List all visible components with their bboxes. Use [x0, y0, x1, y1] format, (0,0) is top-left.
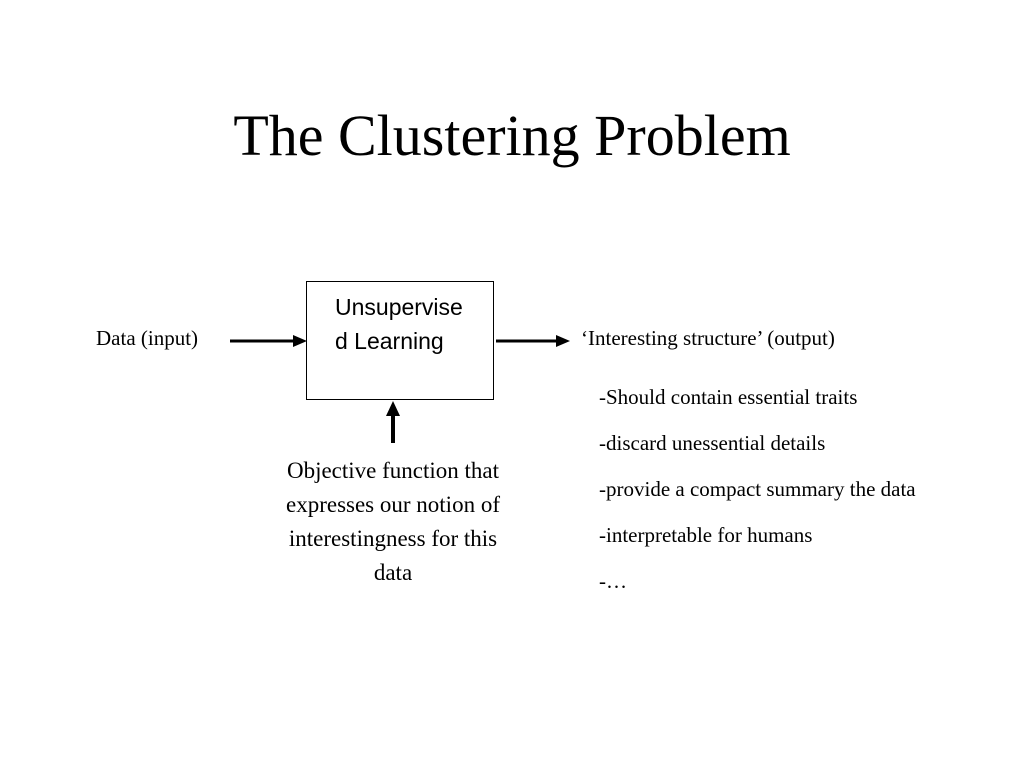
- input-arrow: [230, 335, 307, 347]
- trait-item: -provide a compact summary the data: [599, 477, 916, 501]
- slide-title: The Clustering Problem: [233, 103, 791, 168]
- trait-item: -Should contain essential traits: [599, 385, 858, 409]
- output-label: ‘Interesting structure’ (output): [581, 326, 835, 350]
- trait-item: -interpretable for humans: [599, 523, 813, 547]
- output-traits-list: -Should contain essential traits -discar…: [599, 374, 916, 604]
- objective-arrow: [386, 401, 400, 443]
- box-label: Unsupervised Learning: [335, 294, 463, 354]
- objective-function-label: Objective function that expresses our no…: [286, 458, 500, 585]
- unsupervised-learning-box: Unsupervised Learning: [306, 281, 494, 400]
- trait-item: -discard unessential details: [599, 431, 826, 455]
- output-arrow: [496, 335, 570, 347]
- trait-item: -…: [599, 569, 627, 593]
- input-label: Data (input): [96, 326, 199, 350]
